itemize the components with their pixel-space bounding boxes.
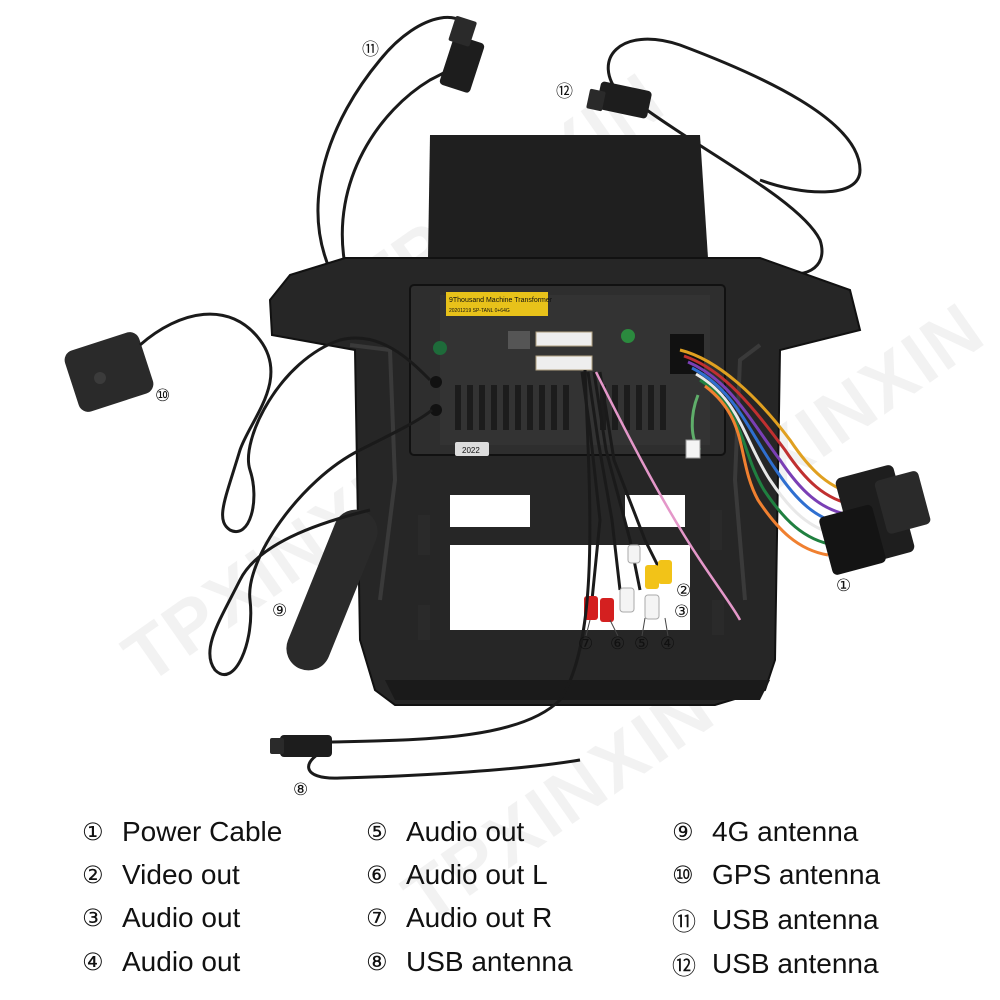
callout-1: ① [836, 576, 852, 596]
legend-item-5: ⑤ Audio out [366, 816, 524, 848]
sticker-round [621, 329, 635, 343]
rca-plugs [584, 544, 672, 622]
legend-label: USB antenna [712, 947, 879, 979]
legend-label: Audio out [122, 902, 241, 933]
legend-number: ④ [82, 948, 104, 976]
legend-label: USB antenna [406, 946, 573, 977]
callout-2: ② [676, 581, 692, 601]
unit-sticker-line2: 20201219 SP-TANL 0+64G [449, 308, 510, 314]
callout-5: ⑤ [634, 634, 650, 654]
legend-number: ⑩ [672, 861, 694, 889]
frame-inner-left [349, 343, 398, 601]
legend-item-4: ④ Audio out [82, 946, 240, 978]
legend-label: GPS antenna [712, 859, 881, 890]
legend-item-9: ⑨ 4G antenna [672, 816, 858, 848]
legend-label: Power Cable [122, 816, 283, 847]
gps-cable [139, 312, 432, 534]
legend-number: ⑦ [366, 904, 388, 932]
legend-item-3: ③ Audio out [82, 902, 240, 934]
legend-number: ⑥ [366, 861, 388, 889]
bottom-trim [385, 680, 770, 700]
screen-top-panel [428, 135, 708, 258]
legend-label: Audio out R [406, 902, 553, 933]
callout-8: ⑧ [293, 780, 309, 800]
legend-number: ⑨ [672, 818, 694, 846]
legend-label: Video out [122, 859, 240, 890]
legend-label: 4G antenna [712, 816, 859, 847]
callout-11: ⑪ [362, 40, 379, 60]
gps-port [433, 341, 447, 355]
legend-item-7: ⑦ Audio out R [366, 902, 552, 934]
usb-plug-8 [270, 735, 332, 757]
heatsink [455, 385, 666, 430]
legend-number: ⑧ [366, 948, 388, 976]
power-harness-connectors [819, 465, 931, 575]
callout-9: ⑨ [272, 601, 288, 621]
legend: ① Power Cable ② Video out ③ Audio out ④ … [0, 812, 1000, 992]
unit-chip [455, 442, 489, 456]
legend-label: Audio out [122, 946, 241, 977]
antenna-jack-1 [430, 376, 442, 388]
legend-number: ⑫ [672, 952, 696, 980]
legend-number: ⑤ [366, 818, 388, 846]
legend-item-6: ⑥ Audio out L [366, 859, 548, 891]
unit-sticker [446, 292, 548, 316]
white-connector-b [535, 355, 593, 371]
usb-plug-12 [586, 81, 652, 119]
callout-4: ④ [660, 634, 676, 654]
4g-cable [208, 408, 433, 677]
vent-left [450, 495, 530, 527]
legend-item-12: ⑫ USB antenna [672, 946, 879, 981]
port-block-a [508, 331, 530, 349]
unit-chip-label: 2022 [462, 446, 480, 455]
4g-antenna [286, 509, 378, 671]
antenna-jack-2 [430, 404, 442, 416]
callout-12: ⑫ [556, 82, 573, 102]
white-connector-a [535, 331, 593, 347]
usb-plug-11 [439, 16, 485, 93]
legend-number: ① [82, 818, 104, 846]
usb-antenna-8-cable [307, 369, 592, 780]
legend-item-8: ⑧ USB antenna [366, 946, 573, 978]
callout-6: ⑥ [610, 634, 626, 654]
legend-item-2: ② Video out [82, 859, 240, 891]
callout-3: ③ [674, 602, 690, 622]
legend-label: Audio out [406, 816, 525, 847]
small-white-plug [685, 439, 701, 459]
legend-item-1: ① Power Cable [82, 816, 282, 848]
legend-number: ⑪ [672, 908, 696, 936]
legend-number: ③ [82, 904, 104, 932]
legend-label: USB antenna [712, 903, 879, 935]
unit-sticker-line1: 9Thousand Machine Transformer [449, 297, 553, 304]
legend-label: Audio out L [406, 859, 548, 890]
power-harness-wires [679, 348, 861, 557]
callout-7: ⑦ [578, 634, 594, 654]
legend-item-10: ⑩ GPS antenna [672, 859, 880, 891]
callout-pointers [585, 617, 669, 637]
gps-antenna [64, 332, 154, 412]
wiring-diagram: 9Thousand Machine Transformer 20201219 S… [64, 16, 931, 780]
legend-item-11: ⑪ USB antenna [672, 902, 879, 937]
pink-wire [594, 371, 742, 621]
mount-brackets [418, 510, 724, 640]
callout-10: ⑩ [155, 386, 171, 406]
legend-number: ② [82, 861, 104, 889]
